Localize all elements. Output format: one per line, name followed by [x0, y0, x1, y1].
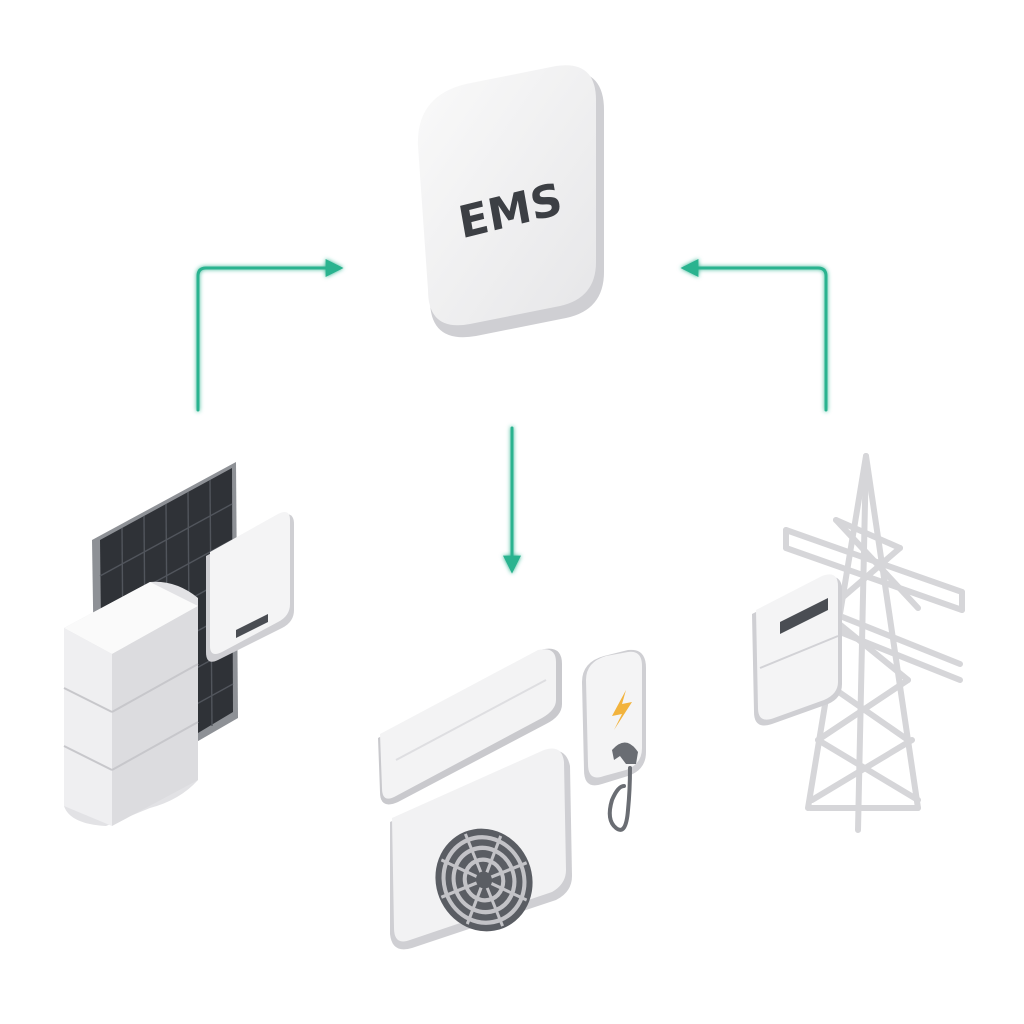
arrow-solar-to-ems: [196, 259, 344, 412]
arrow-grid-to-ems: [680, 259, 828, 412]
grid-group: [752, 453, 965, 833]
ev-charger-icon: [582, 649, 646, 832]
ems-box-icon: EMS: [417, 65, 604, 338]
electricity-meter-icon: [752, 574, 842, 726]
lightning-bolt-icon: [612, 690, 632, 730]
loads-group: [378, 648, 646, 950]
inverter-icon: [206, 512, 294, 662]
battery-stack-icon: [63, 581, 199, 826]
air-conditioner-icon: [378, 648, 562, 805]
flow-arrows: [196, 259, 828, 574]
heat-pump-icon: [390, 748, 572, 950]
solar-storage-group: [63, 462, 294, 826]
fan-grille-icon: [435, 828, 533, 932]
